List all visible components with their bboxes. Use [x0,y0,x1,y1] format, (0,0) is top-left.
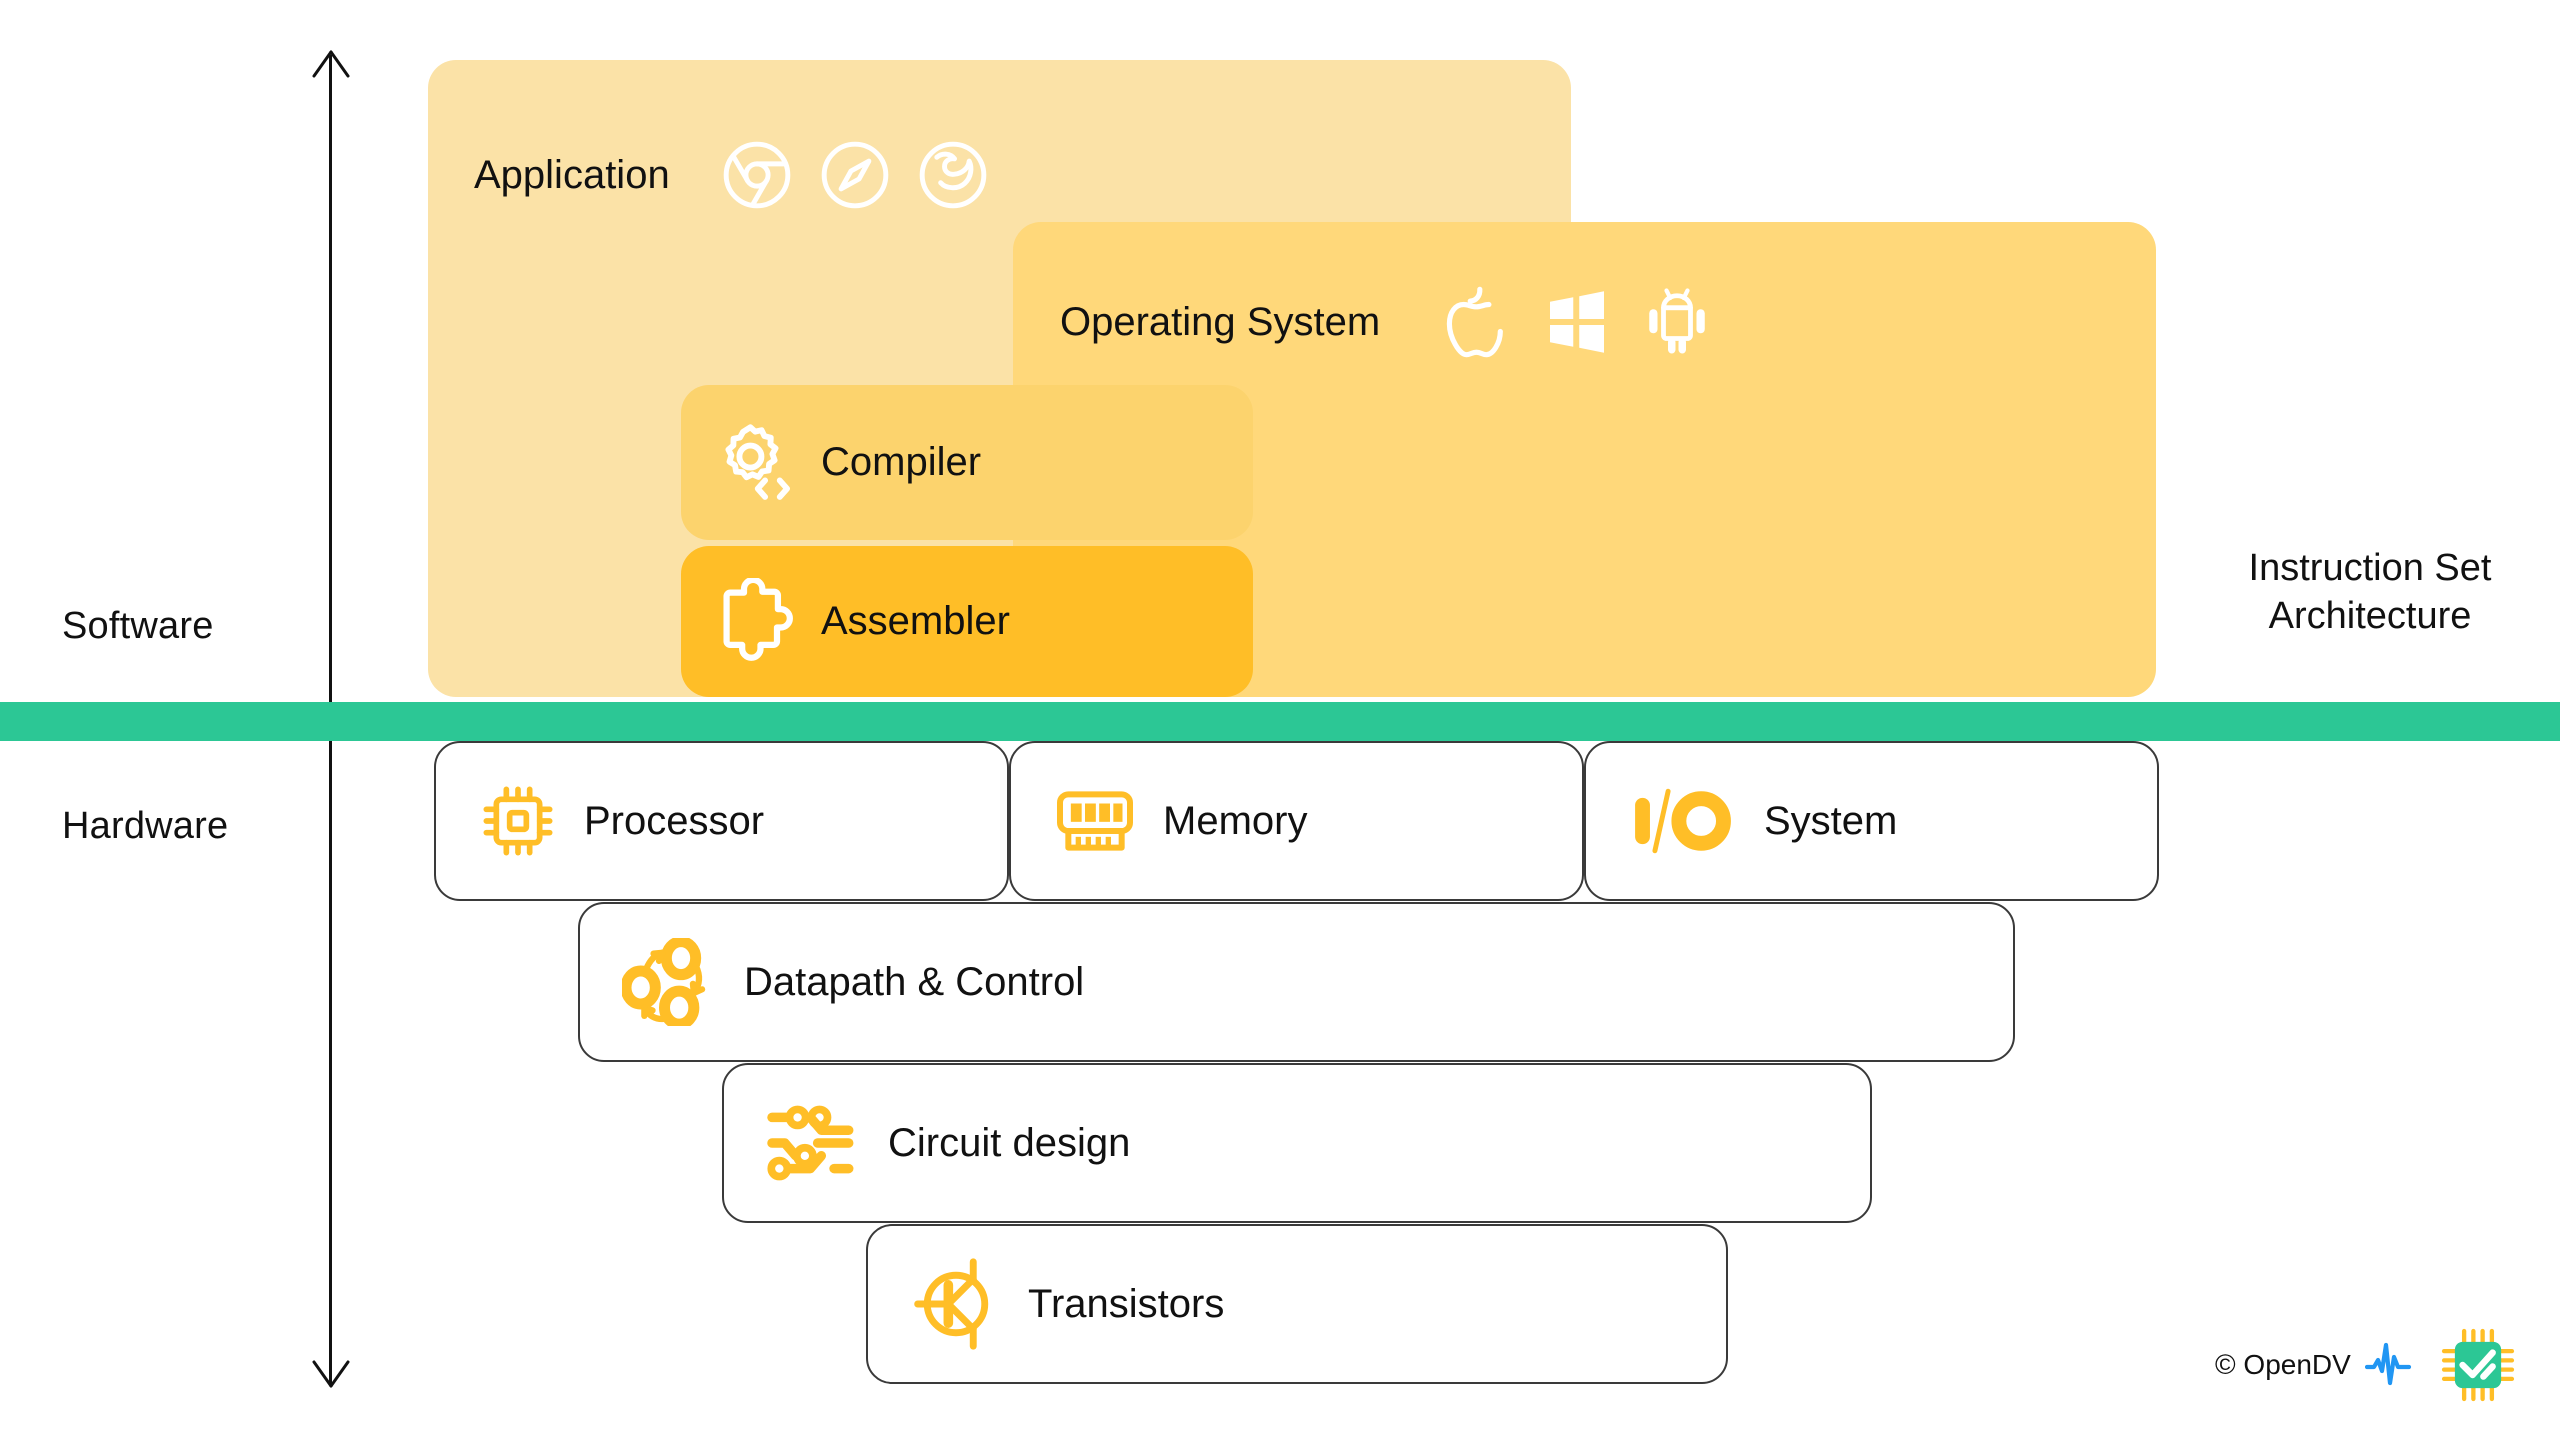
operating-system-row: Operating System [1060,284,1710,360]
circuit-design-label: Circuit design [888,1120,1131,1165]
cpu-chip-icon [483,786,553,856]
processor-label: Processor [584,798,765,843]
safari-icon [821,141,888,209]
copyright-label: © OpenDV [2215,1349,2351,1380]
memory-label: Memory [1163,798,1308,843]
layer-circuit-design[interactable]: Circuit design [722,1063,1872,1223]
cycle-arrows-icon [622,938,706,1026]
application-label: Application [474,152,670,197]
application-row: Application [474,138,990,212]
layer-transistors[interactable]: Transistors [866,1224,1728,1384]
isa-label-line1: Instruction Set [2248,547,2492,589]
isa-label-line2: Architecture [2268,594,2472,637]
transistor-symbol-icon [914,1258,989,1350]
operating-system-icon-group [1442,284,1710,360]
layer-io-system[interactable]: System [1584,741,2159,901]
assembler-label: Assembler [821,599,1010,643]
arrow-down-icon [312,1360,350,1388]
layer-assembler[interactable]: Assembler [681,546,1253,697]
operating-system-label: Operating System [1060,299,1381,344]
transistors-label: Transistors [1028,1281,1225,1326]
waveform-icon [2364,1342,2411,1386]
io-system-label: System [1764,798,1898,843]
circuit-traces-icon [767,1105,854,1181]
layer-compiler[interactable]: Compiler [681,385,1253,540]
datapath-control-label: Datapath & Control [744,959,1085,1004]
android-icon [1649,288,1705,354]
windows-icon [1550,291,1605,353]
puzzle-piece-icon [723,577,793,661]
arrow-up-icon [312,50,350,78]
chrome-icon [723,141,790,209]
io-icon [1635,788,1731,854]
application-icon-group [720,138,990,212]
layer-memory[interactable]: Memory [1009,741,1584,901]
software-section-label: Software [62,605,214,647]
verified-chip-icon [2441,1328,2514,1402]
instruction-set-architecture-label: Instruction Set Architecture [2180,545,2560,640]
layer-processor[interactable]: Processor [434,741,1009,901]
apple-icon [1446,286,1504,358]
hardware-section-label: Hardware [62,805,229,847]
brand-logo: © OpenDV [2215,1328,2515,1402]
firefox-icon [919,141,986,209]
compiler-label: Compiler [821,440,982,484]
gear-code-icon [725,423,791,500]
instruction-set-architecture-bar [0,702,2560,741]
layer-datapath-control[interactable]: Datapath & Control [578,902,2015,1062]
ram-stick-icon [1057,791,1133,851]
compiler-row: Compiler [681,419,981,507]
assembler-row: Assembler [681,577,1010,666]
